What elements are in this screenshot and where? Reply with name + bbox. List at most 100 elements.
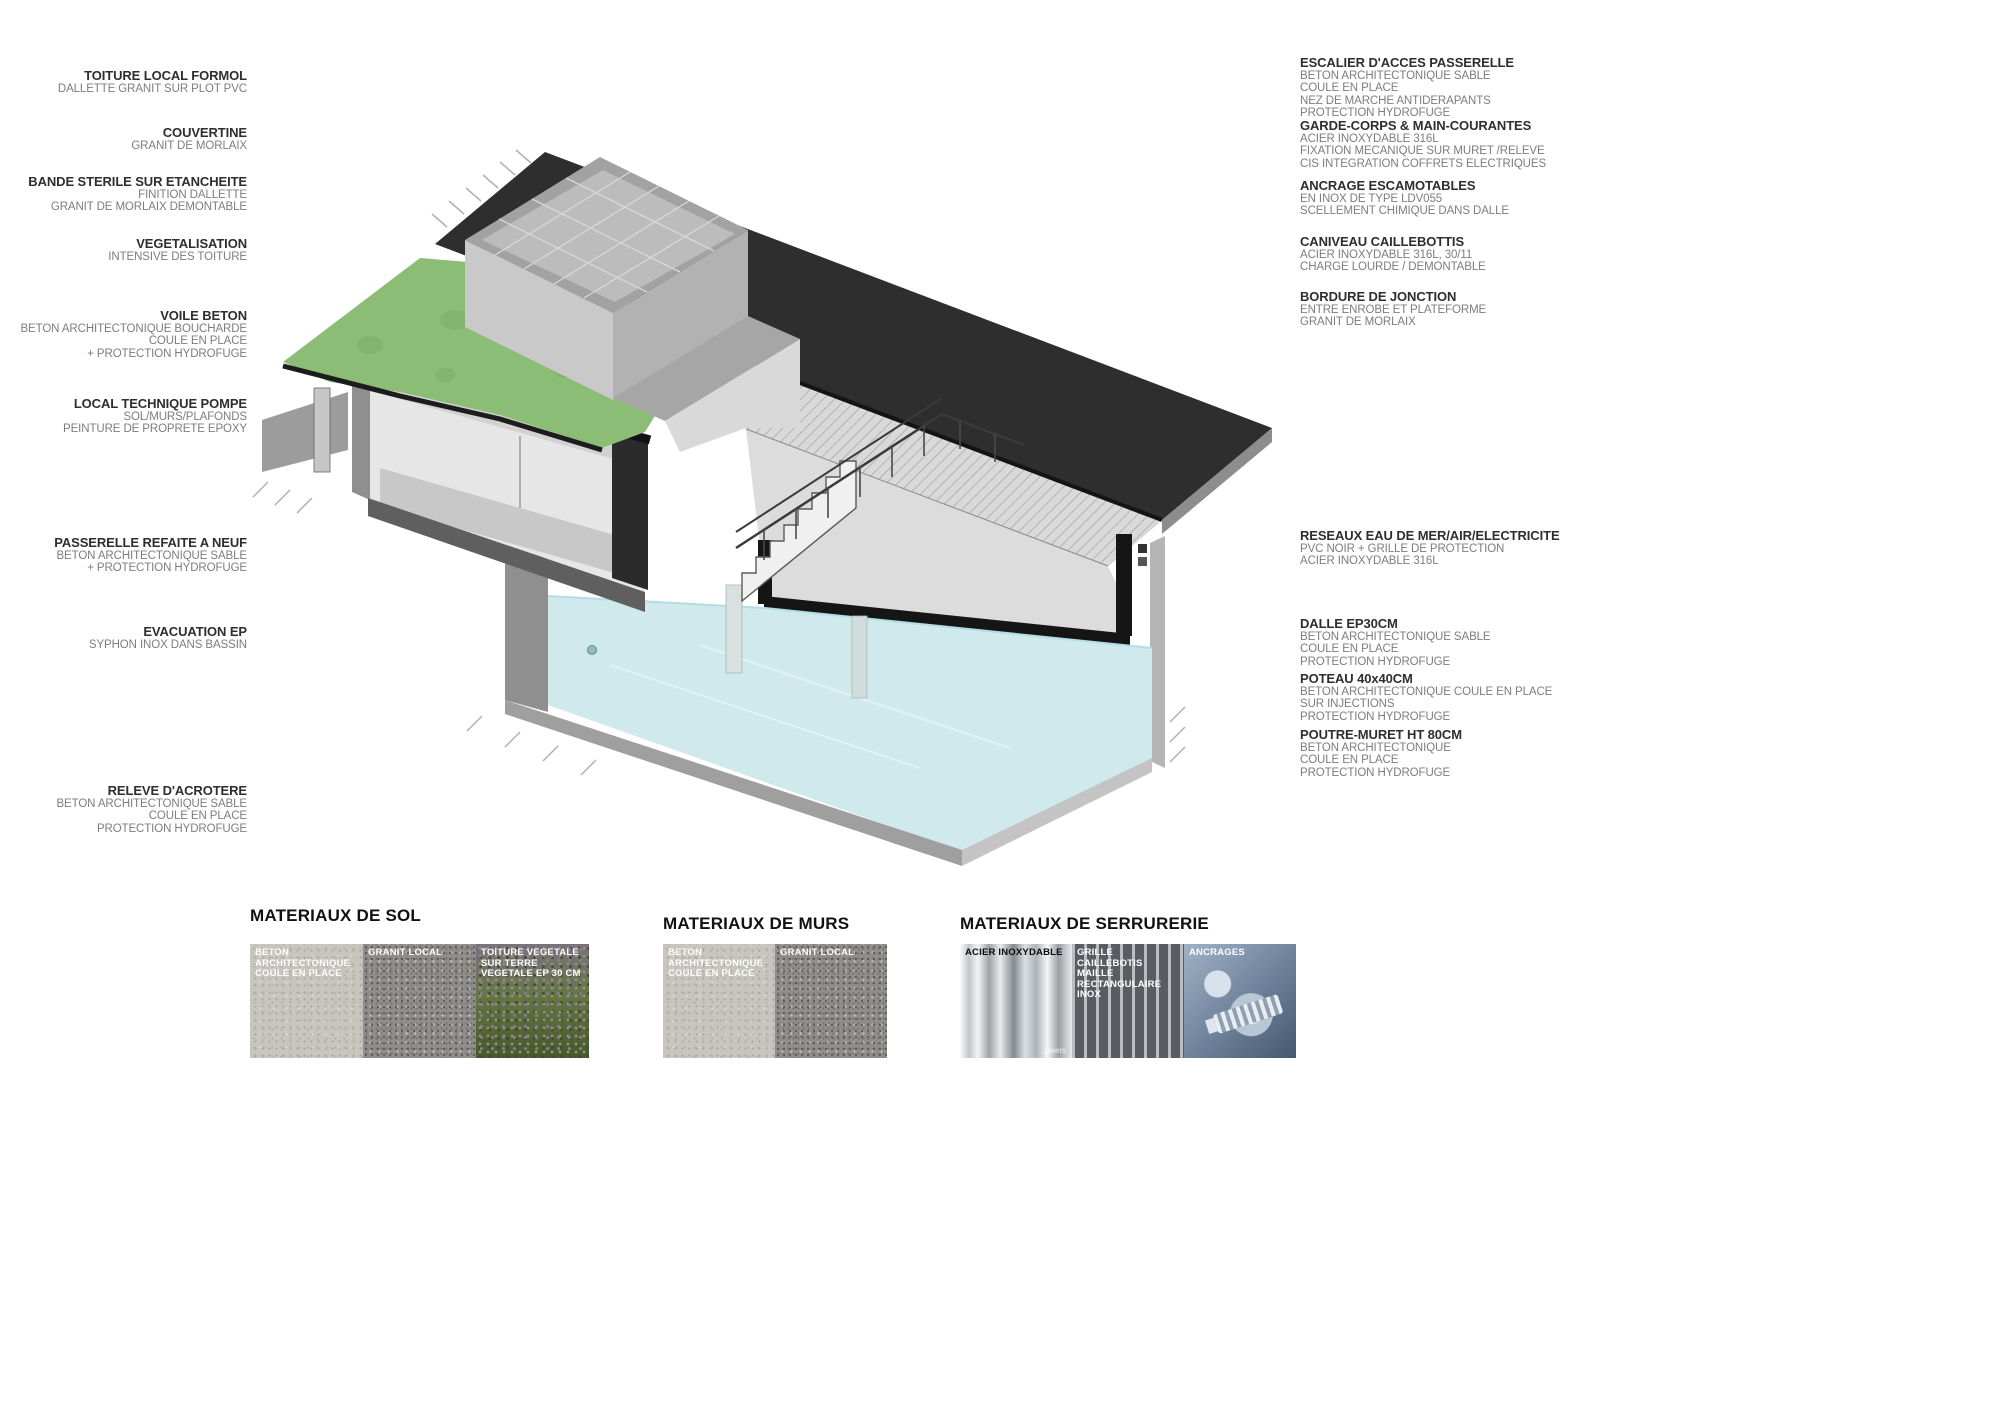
annotation-line: BETON ARCHITECTONIQUE BOUCHARDE [20, 322, 247, 335]
label-dalle: DALLE EP30CM BETON ARCHITECTONIQUE SABLE… [1300, 616, 1630, 668]
waterproofing-edge-line [282, 363, 603, 453]
room-foundation [368, 498, 645, 612]
annotation-line: COULE EN PLACE [1300, 643, 1399, 655]
annotation-title: COUVERTINE [162, 125, 247, 140]
ground-hatch-ticks-left [252, 481, 313, 514]
handrail-lower [735, 412, 943, 550]
annotation-title: BANDE STERILE SUR ETANCHEITE [28, 174, 247, 189]
annotation-line: BETON ARCHITECTONIQUE SABLE [1300, 630, 1491, 643]
annotation-title: DALLE EP30CM [1300, 616, 1398, 631]
swatch-label: BETON ARCHITECTONIQUE COULE EN PLACE [668, 947, 764, 979]
label-voile-beton: VOILE BETON BETON ARCHITECTONIQUE BOUCHA… [0, 308, 247, 360]
pool-shell-bottom-left [505, 700, 962, 866]
annotation-line: BETON ARCHITECTONIQUE SABLE [56, 797, 247, 810]
annotation-line: ACIER INOXYDABLE 316L, 30/11 [1300, 248, 1473, 261]
annotation-line: CIS INTEGRATION COFFRETS ELECTRIQUES [1300, 157, 1547, 170]
annotation-line: COULE EN PLACE [1300, 754, 1399, 766]
annotation-title: EVACUATION EP [143, 624, 247, 639]
label-ancrage-escamotables: ANCRAGE ESCAMOTABLES EN INOX DE TYPE LDV… [1300, 178, 1630, 218]
swatch-label: ANCRAGES [1189, 947, 1245, 958]
room-cut-wall-right [612, 430, 648, 590]
swatch-granit-murs: GRANIT LOCAL [775, 944, 887, 1058]
annotation-line: + PROTECTION HYDROFUGE [87, 347, 247, 360]
ground-hatch-ticks-upper [431, 149, 532, 228]
annotation-line: GRANIT DE MORLAIX [131, 139, 247, 152]
annotation-line: BETON ARCHITECTONIQUE SABLE [1300, 69, 1491, 82]
pool-column-1 [725, 584, 743, 674]
annotation-line: BETON ARCHITECTONIQUE [1300, 741, 1451, 754]
annotation-title: BORDURE DE JONCTION [1300, 289, 1457, 304]
label-poutre-muret: POUTRE-MURET HT 80CM BETON ARCHITECTONIQ… [1300, 727, 1630, 779]
label-reseaux: RESEAUX EAU DE MER/AIR/ELECTRICITE PVC N… [1300, 528, 1630, 568]
room-wall-left [352, 356, 370, 500]
label-garde-corps: GARDE-CORPS & MAIN-COURANTES ACIER INOXY… [1300, 119, 1630, 170]
air-electric-pipe [1138, 557, 1147, 566]
swatch-acier-inoxydable: ACIER INOXYDABLE pixers [960, 944, 1072, 1058]
annotation-title: VOILE BETON [160, 308, 247, 323]
annotation-line: + PROTECTION HYDROFUGE [87, 562, 247, 574]
annotation-title: LOCAL TECHNIQUE POMPE [73, 396, 247, 411]
annotation-title: ESCALIER D'ACCES PASSERELLE [1300, 55, 1514, 70]
annotation-line: ACIER INOXYDABLE 316L [1300, 555, 1439, 567]
annotation-line: PROTECTION HYDROFUGE [1300, 655, 1451, 668]
pool-water [548, 596, 1152, 852]
annotation-line: PROTECTION HYDROFUGE [96, 822, 247, 835]
swatch-label: TOITURE VEGETALE SUR TERRE VEGETALE EP 3… [481, 947, 581, 979]
swatch-label: ACIER INOXYDABLE [965, 947, 1063, 958]
annotation-line: GRANIT DE MORLAIX DEMONTABLE [50, 201, 247, 213]
materials-sol-swatches: BETON ARCHITECTONIQUE COULE EN PLACE GRA… [250, 944, 589, 1058]
annotation-line: PROTECTION HYDROFUGE [1300, 766, 1451, 779]
annotation-line: BETON ARCHITECTONIQUE SABLE [56, 549, 247, 562]
pool-wall-left [505, 545, 548, 712]
annotation-line: SUR INJECTIONS [1300, 698, 1395, 710]
building-roof-slabs [482, 170, 735, 302]
building-wall-sw [465, 240, 613, 400]
label-evacuation-ep: EVACUATION EP SYPHON INOX DANS BASSIN [0, 624, 247, 651]
swatch-beton-murs: BETON ARCHITECTONIQUE COULE EN PLACE [663, 944, 775, 1058]
swatch-grille-caillebotis: GRILLE CAILLEBOTIS MAILLE RECTANGULAIRE … [1072, 944, 1184, 1058]
annotation-line: SYPHON INOX DANS BASSIN [88, 638, 247, 651]
swatch-label: GRILLE CAILLEBOTIS MAILLE RECTANGULAIRE … [1077, 947, 1162, 1000]
junction-border-line [799, 381, 1163, 522]
guardrail-posts [763, 421, 996, 560]
label-bande-sterile: BANDE STERILE SUR ETANCHEITE FINITION DA… [0, 174, 247, 214]
annotation-line: PVC NOIR + GRILLE DE PROTECTION [1300, 542, 1505, 555]
swatch-label: GRANIT LOCAL [368, 947, 443, 958]
annotation-title: POUTRE-MURET HT 80CM [1300, 727, 1462, 742]
annotation-line: ENTRE ENROBE ET PLATEFORME [1300, 303, 1487, 316]
stair-back-wall [665, 339, 800, 452]
pool-shell-bottom-right [962, 758, 1152, 866]
materials-murs-heading: MATERIAUX DE MURS [663, 914, 850, 933]
pool-column-2 [851, 615, 868, 699]
label-bordure-jonction: BORDURE DE JONCTION ENTRE ENROBE ET PLAT… [1300, 289, 1630, 329]
materials-serrurerie-swatches: ACIER INOXYDABLE pixers GRILLE CAILLEBOT… [960, 944, 1296, 1058]
label-passerelle: PASSERELLE REFAITE A NEUF BETON ARCHITEC… [0, 536, 247, 575]
syphon-drain [587, 645, 597, 655]
parapet-band [613, 316, 800, 421]
materials-serrurerie-heading: MATERIAUX DE SERRURERIE [960, 914, 1209, 933]
outer-wall-right [1150, 536, 1165, 768]
annotation-title: ANCRAGE ESCAMOTABLES [1300, 178, 1476, 193]
annotation-line: COULE EN PLACE [1300, 82, 1399, 94]
ground-hatch-ticks-bottom-right [1169, 706, 1186, 763]
annotation-line: PROTECTION HYDROFUGE [1300, 107, 1451, 119]
label-toiture-local-formol: TOITURE LOCAL FORMOL DALLETTE GRANIT SUR… [0, 69, 247, 95]
annotation-title: RESEAUX EAU DE MER/AIR/ELECTRICITE [1300, 528, 1560, 543]
left-column [313, 387, 331, 473]
materials-sol-heading: MATERIAUX DE SOL [250, 906, 422, 925]
annotation-line: DALLETTE GRANIT SUR PLOT PVC [57, 82, 247, 95]
label-caniveau: CANIVEAU CAILLEBOTTIS ACIER INOXYDABLE 3… [1300, 234, 1630, 274]
label-escalier-acces: ESCALIER D'ACCES PASSERELLE BETON ARCHIT… [1300, 55, 1630, 120]
annotation-line: BETON ARCHITECTONIQUE COULE EN PLACE [1300, 685, 1553, 698]
annotation-line: SOL/MURS/PLAFONDS [123, 410, 247, 423]
handrail-upper [735, 397, 943, 533]
sea-water-pipe [1138, 544, 1147, 553]
dark-roof-edge-face [1162, 428, 1272, 534]
materials-murs-swatches: BETON ARCHITECTONIQUE COULE EN PLACE GRA… [663, 944, 887, 1058]
annotation-line: COULE EN PLACE [148, 335, 247, 347]
wall-cut-right [1116, 534, 1132, 636]
annotation-line: INTENSIVE DES TOITURE [108, 250, 247, 263]
annotation-title: CANIVEAU CAILLEBOTTIS [1300, 234, 1465, 249]
